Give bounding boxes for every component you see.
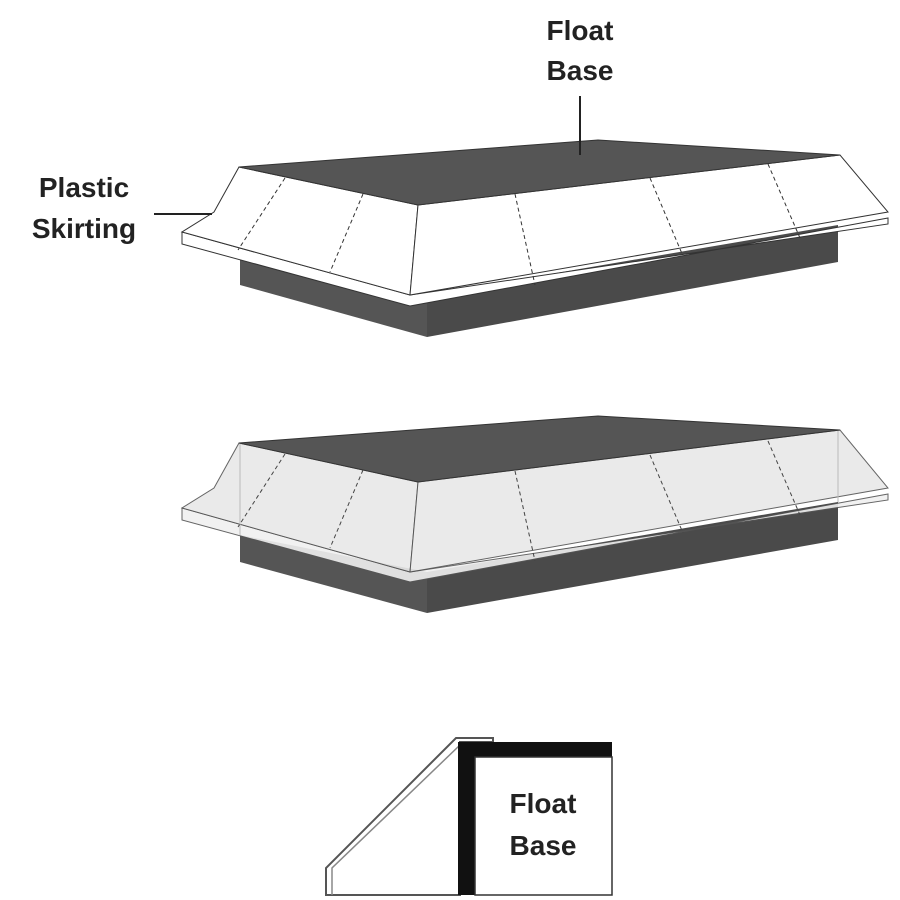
figure-translucent-skirting (180, 415, 889, 613)
figure-cross-section (325, 737, 613, 896)
float-base-front-side (427, 502, 838, 613)
float-base-front-side (427, 225, 838, 337)
float-base-top (238, 415, 841, 483)
label-float-base-top: Float Base (547, 15, 614, 155)
label-text: Base (547, 55, 614, 86)
label-text: Base (510, 830, 577, 861)
label-text: Float (547, 15, 614, 46)
float-base-section (474, 756, 613, 896)
label-plastic-skirting: Plastic Skirting (32, 172, 212, 244)
label-text: Float (510, 788, 577, 819)
label-text: Plastic (39, 172, 129, 203)
float-bracket (458, 742, 612, 895)
skirting-profile-inner (331, 744, 461, 895)
float-base-left-side (240, 535, 427, 613)
figure-opaque-skirting (180, 139, 889, 337)
float-base-left-side (240, 258, 427, 337)
skirting-fold-lines (237, 440, 801, 562)
label-float-base-section: Float Base (510, 788, 577, 861)
float-base-top (238, 139, 841, 206)
skirting-fold-lines (237, 163, 801, 286)
label-text: Skirting (32, 213, 136, 244)
